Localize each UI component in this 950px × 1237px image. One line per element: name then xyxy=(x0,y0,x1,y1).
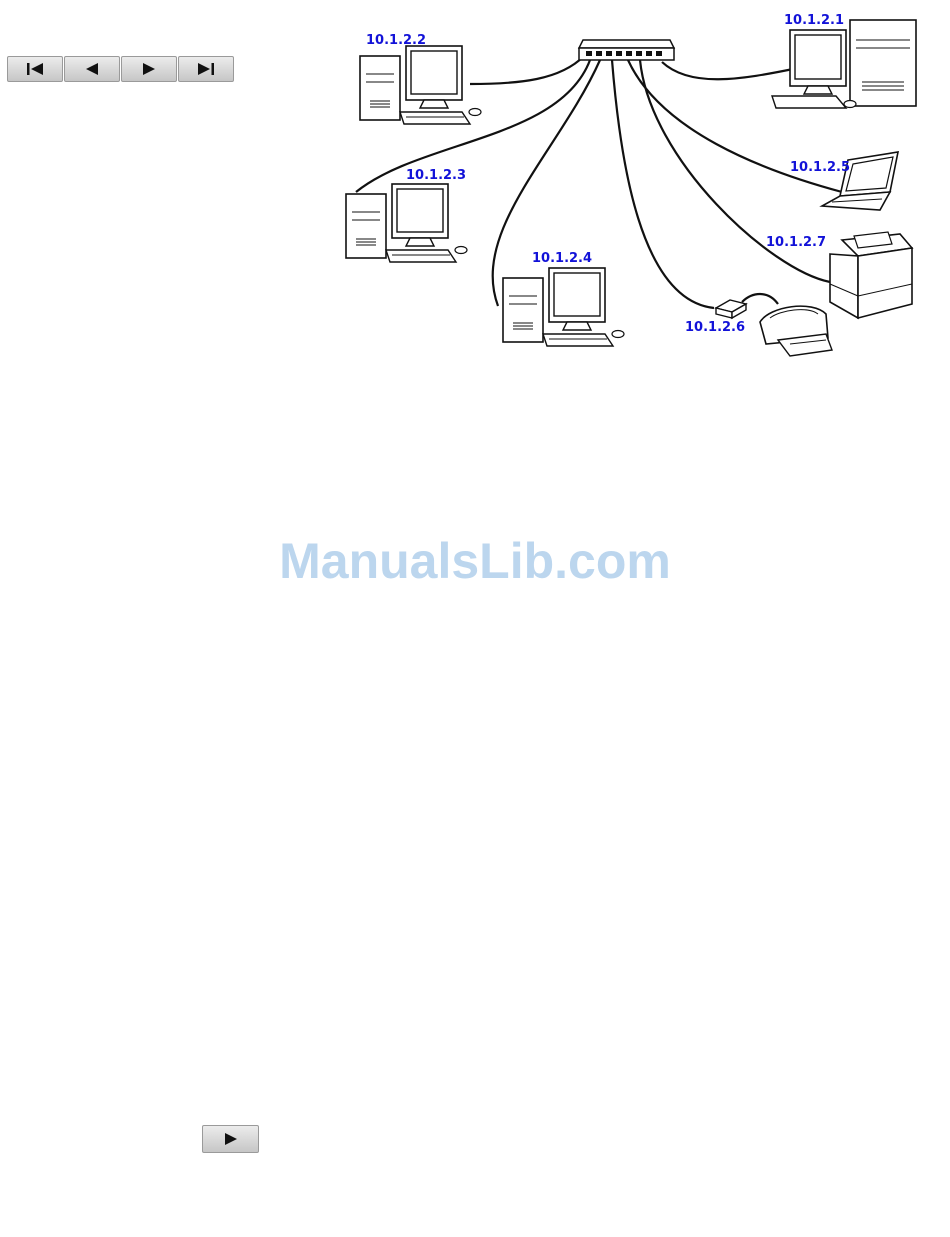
ip-label-10-1-2-3: 10.1.2.3 xyxy=(406,168,466,183)
pc-10-1-2-2 xyxy=(360,46,481,124)
ip-label-10-1-2-4: 10.1.2.4 xyxy=(532,251,592,266)
ip-label-10-1-2-1: 10.1.2.1 xyxy=(784,13,844,28)
print-server-10-1-2-6 xyxy=(716,300,746,318)
ip-label-10-1-2-5: 10.1.2.5 xyxy=(790,160,850,175)
ip-label-10-1-2-2: 10.1.2.2 xyxy=(366,33,426,48)
watermark: ManualsLib.com xyxy=(0,532,950,590)
laser-printer-10-1-2-7 xyxy=(830,232,912,318)
pc-10-1-2-1 xyxy=(772,20,916,108)
ip-label-10-1-2-7: 10.1.2.7 xyxy=(766,235,826,250)
pc-10-1-2-3 xyxy=(346,184,467,262)
ip-label-10-1-2-6: 10.1.2.6 xyxy=(685,320,745,335)
inkjet-printer xyxy=(760,306,832,356)
network-switch xyxy=(579,40,674,60)
next-page-button-bottom[interactable] xyxy=(202,1125,259,1153)
network-diagram: 10.1.2.2 10.1.2.1 10.1.2.3 10.1.2.5 10.1… xyxy=(0,0,950,380)
pc-10-1-2-4 xyxy=(503,268,624,346)
play-right-icon xyxy=(220,1132,242,1146)
